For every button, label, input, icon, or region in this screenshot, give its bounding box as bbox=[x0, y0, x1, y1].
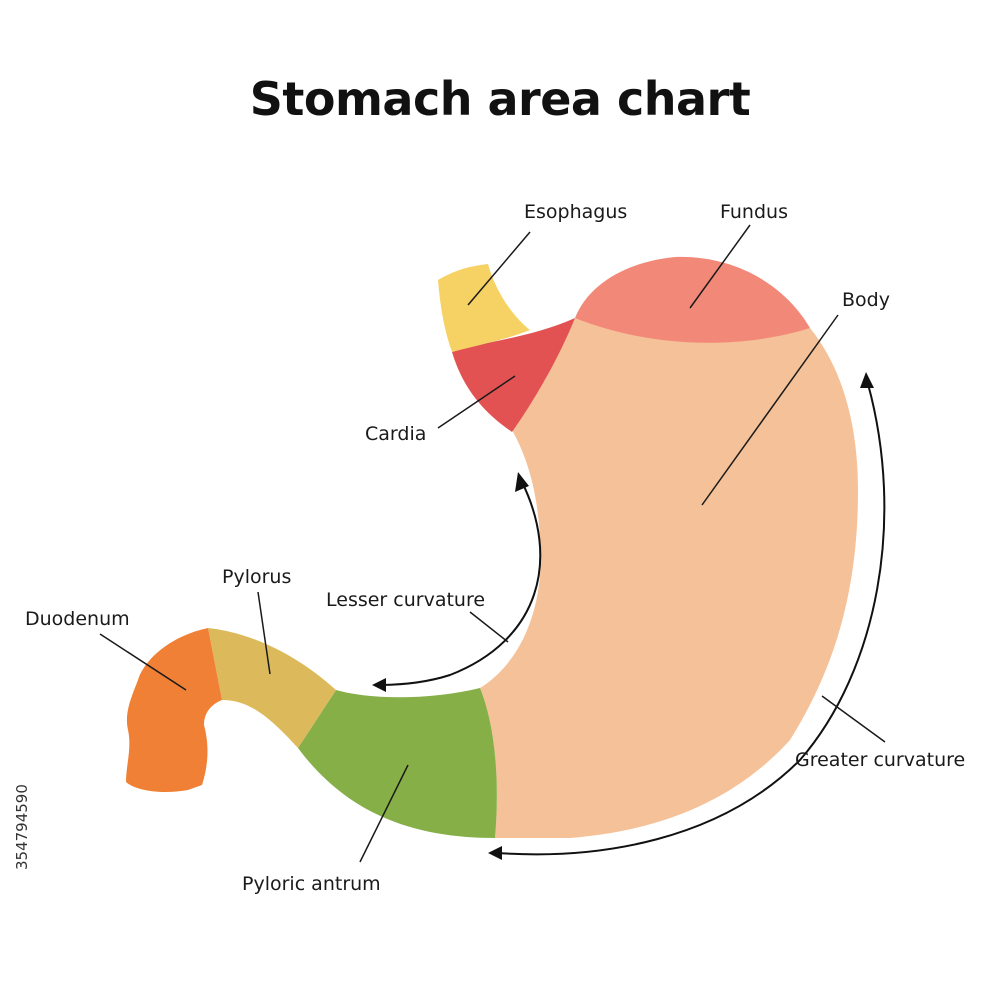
leader-cardia bbox=[437, 375, 516, 429]
region-cardia bbox=[452, 318, 575, 432]
label-duodenum: Duodenum bbox=[25, 608, 130, 630]
stock-id-text: 354794590 bbox=[13, 784, 31, 870]
leader-lines bbox=[99, 224, 886, 863]
region-labels: Esophagus Fundus Body Cardia Lesser curv… bbox=[25, 201, 965, 895]
leader-fundus bbox=[689, 224, 751, 309]
label-pylorus: Pylorus bbox=[222, 566, 291, 588]
leader-pylorus bbox=[257, 591, 271, 675]
leader-pyloric-antrum bbox=[359, 764, 409, 863]
region-fundus bbox=[575, 256, 810, 343]
label-cardia: Cardia bbox=[365, 423, 426, 445]
leader-greater-curvature bbox=[821, 695, 886, 743]
greater-curvature-arrow bbox=[488, 372, 886, 860]
region-body bbox=[480, 318, 858, 838]
leader-esophagus bbox=[467, 231, 531, 306]
label-fundus: Fundus bbox=[720, 201, 788, 223]
label-esophagus: Esophagus bbox=[524, 201, 627, 223]
leader-duodenum bbox=[99, 633, 187, 691]
label-body: Body bbox=[842, 289, 890, 311]
diagram-title: Stomach area chart bbox=[249, 72, 751, 126]
region-pylorus bbox=[208, 628, 336, 748]
label-lesser-curvature: Lesser curvature bbox=[326, 589, 485, 611]
region-duodenum bbox=[126, 628, 222, 793]
label-greater-curvature: Greater curvature bbox=[795, 749, 965, 771]
label-pyloric-antrum: Pyloric antrum bbox=[242, 873, 381, 895]
stomach-shape bbox=[126, 256, 858, 838]
leader-body bbox=[701, 314, 839, 506]
region-esophagus bbox=[438, 264, 530, 352]
leader-lesser-curvature bbox=[469, 611, 509, 643]
lesser-curvature-arrow bbox=[372, 472, 542, 692]
region-pyloric-antrum bbox=[298, 688, 497, 838]
